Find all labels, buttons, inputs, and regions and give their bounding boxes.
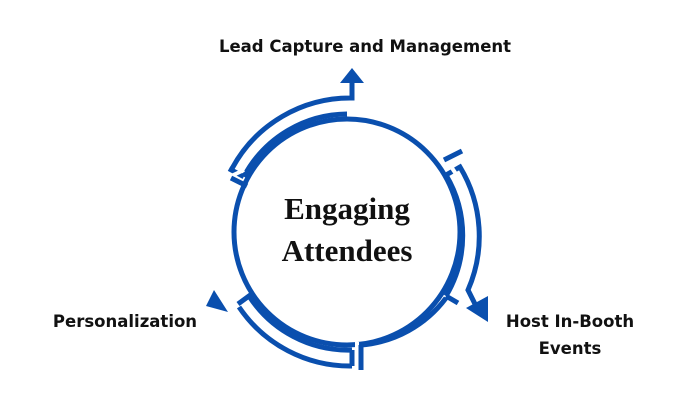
arrowhead-up-icon (340, 68, 364, 83)
center-title-line2: Attendees (281, 233, 413, 268)
right-band-join (444, 293, 460, 306)
arrowhead-down-right-icon (466, 296, 488, 322)
node-label-host-events-line2: Events (538, 339, 602, 358)
node-label-host-events-line1: Host In-Booth (505, 312, 635, 331)
node-label-personalization: Personalization (52, 312, 198, 331)
center-circle (231, 116, 463, 348)
top-cycle-arrow (230, 80, 355, 178)
arrowhead-up-left-icon (206, 290, 228, 312)
center-title: Engaging Attendees (247, 188, 447, 272)
node-label-host-events: Host In-Booth Events (495, 308, 645, 362)
right-cycle-arrow (442, 163, 482, 308)
center-title-line1: Engaging (284, 191, 410, 226)
left-cycle-arrow (236, 292, 355, 369)
node-label-lead-capture: Lead Capture and Management (218, 37, 512, 56)
